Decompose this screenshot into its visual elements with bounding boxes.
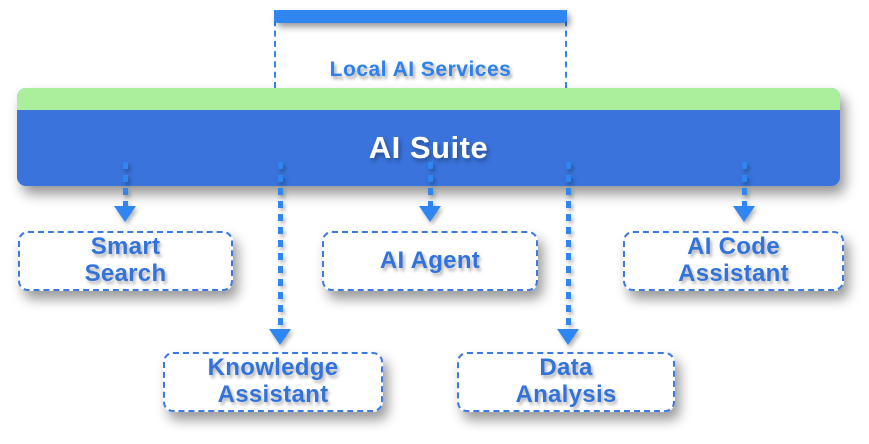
arrow-dashed-line: [565, 162, 571, 329]
arrow-suite-to-smart-search: [114, 162, 136, 222]
ai-suite-banner-green-strip: [17, 88, 840, 110]
arrow-down-head-icon: [733, 206, 755, 222]
arrow-suite-to-ai-agent: [419, 162, 441, 222]
arrow-down-head-icon: [557, 329, 579, 345]
root-node-label: Local AI Services: [329, 58, 512, 81]
arrow-suite-to-knowledge-assistant: [269, 162, 291, 345]
root-node-local-ai-services: Local AI Services: [274, 10, 567, 88]
arrow-dashed-line: [122, 162, 128, 206]
arrow-down-head-icon: [419, 206, 441, 222]
node-ai-agent: AI Agent: [322, 231, 538, 291]
arrow-down-head-icon: [269, 329, 291, 345]
arrow-suite-to-data-analysis: [557, 162, 579, 345]
node-knowledge-assistant: Knowledge Assistant: [163, 352, 383, 412]
node-smart-search: Smart Search: [18, 231, 233, 291]
ai-suite-banner-title: AI Suite: [368, 130, 489, 165]
arrow-down-head-icon: [114, 206, 136, 222]
arrow-suite-to-ai-code-assistant: [733, 162, 755, 222]
node-ai-code-assistant: AI Code Assistant: [623, 231, 844, 291]
arrow-dashed-line: [741, 162, 747, 206]
arrow-dashed-line: [427, 162, 433, 206]
root-node-top-bar: [274, 10, 567, 23]
arrow-dashed-line: [277, 162, 283, 329]
node-data-analysis: Data Analysis: [457, 352, 675, 412]
